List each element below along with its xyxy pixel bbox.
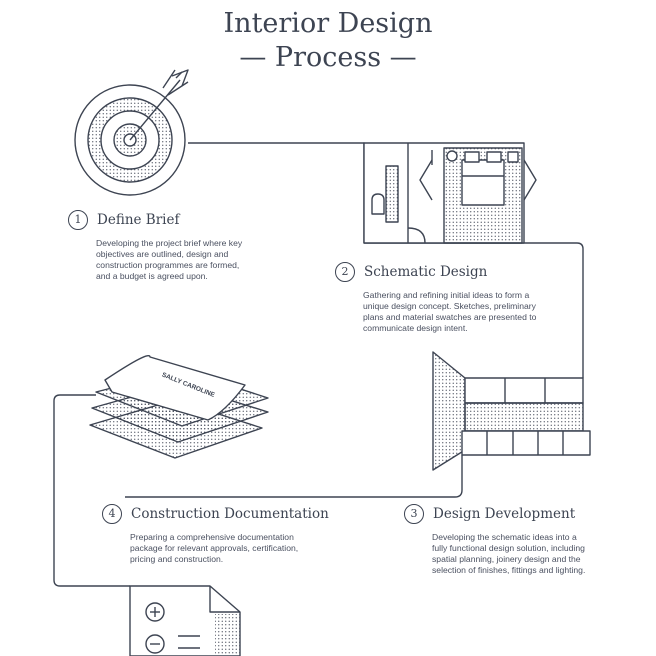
- process-path-left: [53, 394, 130, 587]
- page-title-line1: Interior Design: [223, 8, 433, 39]
- step-number: 4: [102, 504, 122, 524]
- target-arrow-icon: [74, 69, 189, 196]
- step-number: 3: [404, 504, 424, 524]
- step-define-brief: 1 Define Brief Developing the project bri…: [68, 210, 242, 282]
- process-path-bottom: [125, 455, 463, 498]
- step-title: Define Brief: [97, 212, 180, 228]
- step-title: Schematic Design: [364, 264, 488, 280]
- page-title-line2: — Process —: [239, 42, 417, 73]
- step-description: Gathering and refining initial ideas to …: [363, 290, 537, 333]
- calculator-document-icon: [129, 585, 241, 656]
- step-title: Design Development: [433, 506, 576, 522]
- step-description: Developing the project brief where key o…: [96, 238, 243, 281]
- joinery-elevation-icon: [432, 351, 591, 471]
- step-schematic-design: 2 Schematic Design Gathering and refining…: [335, 262, 536, 334]
- document-stack-icon: [89, 355, 269, 459]
- step-description: Developing the schematic ideas into a fu…: [432, 532, 586, 575]
- step-number: 1: [68, 210, 88, 230]
- step-number: 2: [335, 262, 355, 282]
- floor-plan-icon: [363, 142, 537, 244]
- step-title: Construction Documentation: [131, 506, 329, 522]
- step-description: Preparing a comprehensive documentation …: [130, 532, 299, 564]
- step-construction-documentation: 4 Construction Documentation Preparing a …: [102, 504, 329, 565]
- step-design-development: 3 Design Development Developing the schem…: [404, 504, 585, 576]
